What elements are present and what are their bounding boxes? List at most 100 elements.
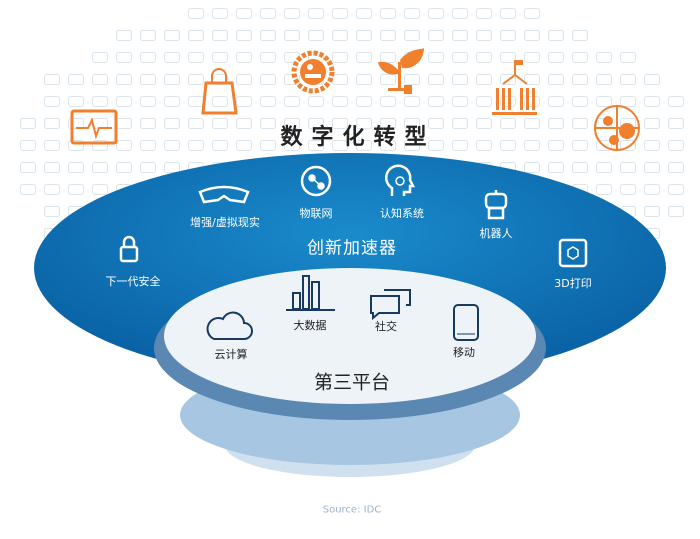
background-pattern-icon xyxy=(404,30,420,41)
background-pattern-icon xyxy=(20,118,36,129)
background-pattern-icon xyxy=(452,30,468,41)
background-pattern-icon xyxy=(92,184,108,195)
monitor-heartbeat-icon xyxy=(70,109,118,145)
background-pattern-icon xyxy=(260,118,276,129)
background-pattern-icon xyxy=(476,8,492,19)
platform-label: 第三平台 xyxy=(313,371,391,394)
background-pattern-icon xyxy=(116,74,132,85)
background-pattern-icon xyxy=(332,30,348,41)
background-pattern-icon xyxy=(260,140,276,151)
background-pattern-icon xyxy=(140,162,156,173)
background-pattern-icon xyxy=(572,118,588,129)
background-pattern-icon xyxy=(164,30,180,41)
background-pattern-icon xyxy=(476,96,492,107)
source-note: Source: IDC xyxy=(322,504,382,516)
background-pattern-icon xyxy=(596,162,612,173)
background-pattern-icon xyxy=(308,140,324,151)
background-pattern-icon xyxy=(116,96,132,107)
globe-currency-icon xyxy=(594,105,640,151)
background-pattern-icon xyxy=(572,162,588,173)
background-pattern-icon xyxy=(284,140,300,151)
background-pattern-icon xyxy=(476,52,492,63)
background-pattern-icon xyxy=(116,140,132,151)
innovation-ring-label: 创新加速器 xyxy=(307,238,397,259)
background-pattern-icon xyxy=(164,162,180,173)
background-pattern-icon xyxy=(620,140,636,151)
background-pattern-icon xyxy=(596,184,612,195)
background-pattern-icon xyxy=(308,30,324,41)
background-pattern-icon xyxy=(356,118,372,129)
background-pattern-icon xyxy=(572,52,588,63)
background-pattern-icon xyxy=(380,140,396,151)
background-pattern-icon xyxy=(476,140,492,151)
background-pattern-icon xyxy=(596,140,612,151)
background-pattern-icon xyxy=(548,118,564,129)
background-pattern-icon xyxy=(668,96,684,107)
background-pattern-icon xyxy=(332,140,348,151)
background-pattern-icon xyxy=(428,118,444,129)
background-pattern-icon xyxy=(524,118,540,129)
background-pattern-icon xyxy=(140,140,156,151)
plant-plug-icon xyxy=(378,48,424,94)
background-pattern-icon xyxy=(284,96,300,107)
background-pattern-icon xyxy=(44,96,60,107)
background-pattern-icon xyxy=(308,118,324,129)
background-pattern-icon xyxy=(668,184,684,195)
background-pattern-icon xyxy=(140,52,156,63)
background-pattern-icon xyxy=(668,140,684,151)
item-3d-printing: 3D打印 xyxy=(554,277,592,290)
background-pattern-icon xyxy=(620,184,636,195)
item-mobile: 移动 xyxy=(453,346,475,359)
background-pattern-icon xyxy=(92,52,108,63)
background-pattern-icon xyxy=(596,52,612,63)
background-pattern-icon xyxy=(284,8,300,19)
robot-icon xyxy=(484,190,508,220)
government-building-icon xyxy=(492,60,537,115)
background-pattern-icon xyxy=(620,96,636,107)
background-pattern-icon xyxy=(644,118,660,129)
background-pattern-icon xyxy=(548,30,564,41)
background-pattern-icon xyxy=(188,8,204,19)
background-pattern-icon xyxy=(236,118,252,129)
background-pattern-icon xyxy=(92,96,108,107)
background-pattern-icon xyxy=(500,52,516,63)
background-pattern-icon xyxy=(20,140,36,151)
background-pattern-icon xyxy=(476,74,492,85)
background-pattern-icon xyxy=(428,96,444,107)
background-pattern-icon xyxy=(452,118,468,129)
item-cognitive: 认知系统 xyxy=(380,207,424,220)
background-pattern-icon xyxy=(212,52,228,63)
background-pattern-icon xyxy=(188,140,204,151)
background-pattern-icon xyxy=(92,162,108,173)
background-pattern-icon xyxy=(380,74,396,85)
background-pattern-icon xyxy=(356,8,372,19)
background-pattern-icon xyxy=(140,30,156,41)
background-pattern-icon xyxy=(404,140,420,151)
background-pattern-icon xyxy=(572,96,588,107)
background-pattern-icon xyxy=(452,140,468,151)
background-pattern-icon xyxy=(44,184,60,195)
item-security: 下一代安全 xyxy=(105,275,161,288)
background-pattern-icon xyxy=(332,8,348,19)
background-pattern-icon xyxy=(116,30,132,41)
background-pattern-icon xyxy=(404,118,420,129)
background-pattern-icon xyxy=(116,162,132,173)
background-pattern-icon xyxy=(68,74,84,85)
background-pattern-icon xyxy=(572,140,588,151)
background-pattern-icon xyxy=(116,52,132,63)
background-pattern-icon xyxy=(68,184,84,195)
background-pattern-icon xyxy=(20,162,36,173)
item-social: 社交 xyxy=(375,320,397,333)
background-pattern-icon xyxy=(380,96,396,107)
background-pattern-icon xyxy=(572,30,588,41)
background-pattern-icon xyxy=(44,118,60,129)
background-pattern-icon xyxy=(356,96,372,107)
chat-bubbles-icon xyxy=(370,289,411,321)
background-pattern-icon xyxy=(212,96,228,107)
background-pattern-icon xyxy=(500,8,516,19)
background-pattern-icon xyxy=(68,96,84,107)
background-pattern-icon xyxy=(164,96,180,107)
background-pattern-icon xyxy=(260,96,276,107)
background-pattern-icon xyxy=(68,140,84,151)
